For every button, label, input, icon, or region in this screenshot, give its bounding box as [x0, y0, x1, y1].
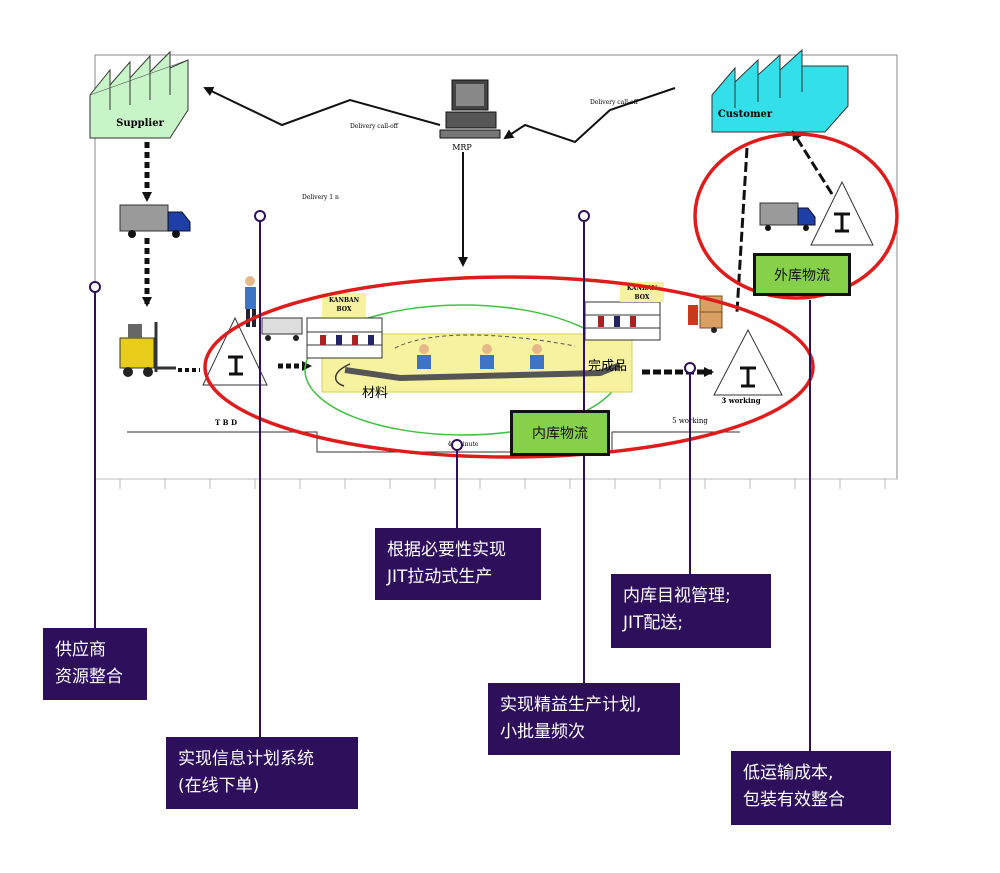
- callout-line: 供应商: [55, 640, 106, 660]
- truck-icon-right: [759, 202, 816, 231]
- loop-left: [335, 363, 351, 387]
- inner-logistics-tag: 内库物流: [510, 410, 610, 456]
- conveyor: [344, 362, 622, 382]
- inventory-triangle-outer: [810, 180, 874, 246]
- forklift-icon: [119, 322, 176, 377]
- mrp-label: MRP: [452, 143, 472, 152]
- callout-line: 低运输成本,: [743, 763, 834, 783]
- kanban-label-left-1: KANBAN: [329, 297, 360, 304]
- hand-truck-icon: [688, 295, 723, 333]
- kanban-rack-right: [584, 282, 664, 341]
- calloff-label-right: Delivery call-off: [590, 99, 639, 106]
- kanban-label-right-1: KANBAN: [627, 285, 658, 292]
- callout-line: 资源整合: [55, 667, 123, 687]
- inner-logistics-ring: [203, 275, 815, 459]
- callout-line: 根据必要性实现: [387, 540, 506, 560]
- finished-goods-label: 完成品: [588, 359, 627, 374]
- callout-line: 实现信息计划系统: [178, 749, 314, 769]
- worker-cart-icon: [245, 276, 303, 341]
- callout-lean-plan: 实现精益生产计划, 小批量频次: [488, 683, 680, 755]
- callout-supplier-integration: 供应商 资源整合: [43, 628, 147, 700]
- operator-icons: [417, 344, 544, 369]
- callout-line: 小批量频次: [500, 722, 585, 742]
- callout-connectors: [89, 210, 811, 751]
- supplier-label: Supplier: [116, 118, 164, 129]
- callout-line: JIT拉动式生产: [387, 567, 493, 587]
- inventory-triangle-left: [202, 316, 268, 386]
- customer-factory-icon: Customer: [711, 48, 849, 133]
- callout-line: 包装有效整合: [743, 790, 845, 810]
- customer-label: Customer: [718, 109, 773, 120]
- callout-line: 实现精益生产计划,: [500, 695, 642, 715]
- ruler-ticks: [95, 478, 897, 489]
- materials-label: 材料: [362, 386, 388, 401]
- truck-icon-left: [119, 204, 191, 238]
- timeline: [127, 431, 740, 453]
- return-loop: [394, 334, 576, 349]
- calloff-arrow-supplier: [203, 86, 441, 127]
- callout-visual-mgmt: 内库目视管理; JIT配送;: [611, 574, 771, 648]
- tbd-label: T B D: [215, 418, 237, 427]
- outer-logistics-ring: [693, 132, 899, 300]
- callout-jit-pull: 根据必要性实现 JIT拉动式生产: [375, 528, 541, 600]
- three-working-label: 3 working: [721, 396, 760, 405]
- kanban-label-left-2: BOX: [337, 306, 352, 313]
- computer-icon: MRP: [439, 79, 501, 152]
- calloff-label-left: Delivery call-off: [350, 123, 399, 130]
- callout-line: JIT配送;: [623, 613, 684, 633]
- callout-line: (在线下单): [178, 776, 260, 796]
- delivery-note: Delivery 1 n: [302, 194, 339, 201]
- calloff-arrow-customer: [503, 87, 676, 144]
- inventory-triangle-right: [713, 328, 783, 396]
- minute-label: 40 minute: [448, 441, 479, 448]
- kanban-label-right-2: BOX: [635, 294, 650, 301]
- kanban-rack-left: [306, 293, 383, 359]
- customer-link-dash-right: [791, 130, 834, 195]
- callout-low-cost: 低运输成本, 包装有效整合: [731, 751, 891, 825]
- callout-info-system: 实现信息计划系统 (在线下单): [166, 737, 358, 809]
- supplier-factory-icon: Supplier: [89, 50, 189, 139]
- outer-logistics-tag: 外库物流: [753, 253, 851, 296]
- callout-line: 内库目视管理;: [623, 586, 731, 606]
